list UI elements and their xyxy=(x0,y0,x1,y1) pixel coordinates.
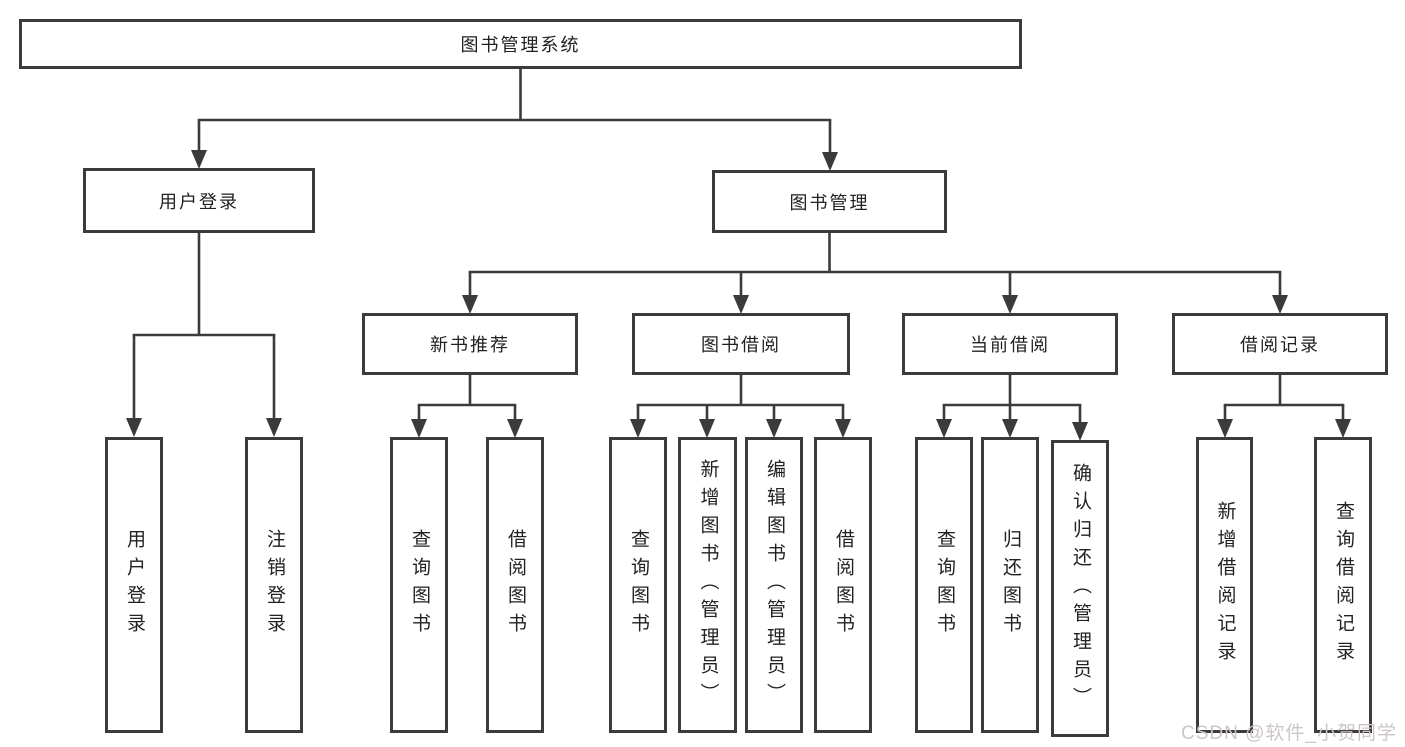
node-book-management-module-label: 图书管理 xyxy=(789,192,870,213)
node-bb-borrow-book: 借阅图书 xyxy=(814,437,872,733)
node-cb-query-book-label: 查询图书 xyxy=(933,529,955,641)
node-bb-add-book-admin-label: 新增图书（管理员） xyxy=(697,459,719,711)
node-br-add-record-label: 新增借阅记录 xyxy=(1214,501,1236,669)
node-cb-return-book-label: 归还图书 xyxy=(999,529,1021,641)
node-root: 图书管理系统 xyxy=(19,19,1022,69)
node-borrow-record: 借阅记录 xyxy=(1172,313,1388,375)
node-cb-confirm-return-admin-label: 确认归还（管理员） xyxy=(1069,462,1091,715)
node-user-login: 用户登录 xyxy=(105,437,163,733)
node-cb-return-book: 归还图书 xyxy=(981,437,1039,733)
node-root-label: 图书管理系统 xyxy=(460,35,581,55)
node-borrow-record-label: 借阅记录 xyxy=(1240,335,1320,355)
node-new-book-recommend: 新书推荐 xyxy=(362,313,578,375)
node-nbr-query-book: 查询图书 xyxy=(390,437,448,733)
node-nbr-borrow-book-label: 借阅图书 xyxy=(504,529,526,641)
node-book-borrow: 图书借阅 xyxy=(632,313,850,375)
node-nbr-query-book-label: 查询图书 xyxy=(408,529,430,641)
watermark: CSDN @软件_小贺同学 xyxy=(1181,723,1397,744)
node-nbr-borrow-book: 借阅图书 xyxy=(486,437,544,733)
node-bb-edit-book-admin: 编辑图书（管理员） xyxy=(745,437,803,733)
node-current-borrow: 当前借阅 xyxy=(902,313,1118,375)
node-user-login-module-label: 用户登录 xyxy=(159,191,239,212)
node-logout-login-label: 注销登录 xyxy=(263,529,285,641)
node-bb-query-book: 查询图书 xyxy=(609,437,667,733)
node-br-query-record-label: 查询借阅记录 xyxy=(1332,501,1354,669)
node-br-query-record: 查询借阅记录 xyxy=(1314,437,1372,733)
node-logout-login: 注销登录 xyxy=(245,437,303,733)
node-book-borrow-label: 图书借阅 xyxy=(701,335,781,355)
node-cb-query-book: 查询图书 xyxy=(915,437,973,733)
node-br-add-record: 新增借阅记录 xyxy=(1196,437,1253,733)
node-book-management-module: 图书管理 xyxy=(712,170,947,233)
node-current-borrow-label: 当前借阅 xyxy=(970,335,1050,355)
node-user-login-module: 用户登录 xyxy=(83,168,315,233)
node-cb-confirm-return-admin: 确认归还（管理员） xyxy=(1051,440,1109,737)
node-bb-add-book-admin: 新增图书（管理员） xyxy=(678,437,737,733)
node-new-book-recommend-label: 新书推荐 xyxy=(430,335,510,355)
node-bb-borrow-book-label: 借阅图书 xyxy=(832,529,854,641)
node-bb-edit-book-admin-label: 编辑图书（管理员） xyxy=(763,459,785,711)
node-bb-query-book-label: 查询图书 xyxy=(627,529,649,641)
node-user-login-label: 用户登录 xyxy=(123,529,145,641)
